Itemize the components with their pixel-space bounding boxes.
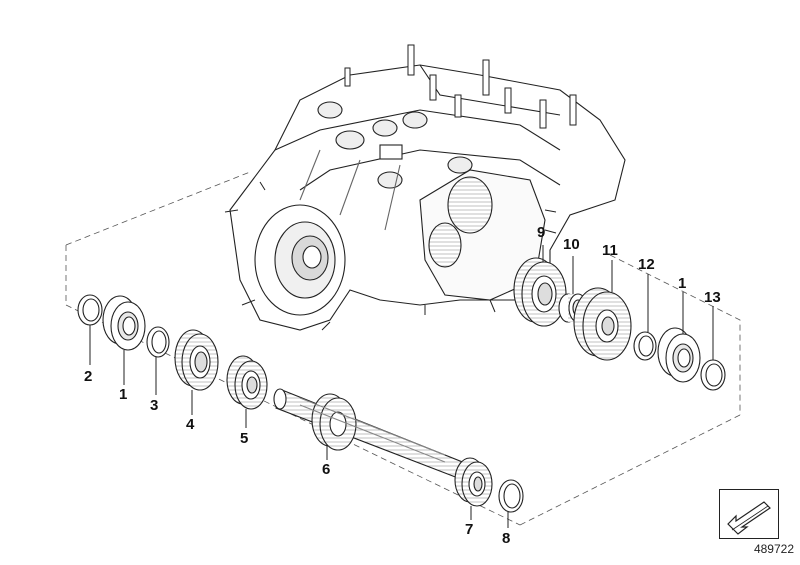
part-12-ring [633, 331, 657, 361]
callout-1-left: 1 [119, 386, 128, 403]
part-11-gear [573, 287, 632, 361]
part-13-ring [700, 359, 726, 391]
part-9-gear [513, 257, 567, 327]
part-5-gear [226, 355, 268, 410]
housing-studs [224, 44, 577, 331]
part-8-ring [498, 479, 524, 513]
part-3-ring [146, 326, 170, 358]
callout-9: 9 [537, 224, 546, 241]
diagram-reference-number: 489722 [753, 542, 794, 556]
part-2-ring [77, 294, 103, 326]
part-6-shaft [273, 388, 473, 481]
callout-8: 8 [502, 530, 511, 547]
callout-11: 11 [602, 242, 618, 259]
part-7-gear [454, 457, 493, 507]
callout-6: 6 [322, 461, 331, 478]
part-1-bearing-right [657, 327, 701, 383]
callout-5: 5 [240, 430, 249, 447]
callout-1-right: 1 [678, 275, 687, 292]
callout-12: 12 [638, 256, 655, 273]
part-1-bearing-left [102, 295, 146, 351]
arrow-down-left-icon [727, 501, 771, 535]
part-4-gear [174, 329, 219, 391]
navigation-badge[interactable] [719, 489, 779, 539]
callout-10: 10 [563, 236, 580, 253]
callout-3: 3 [150, 397, 159, 414]
callout-7: 7 [465, 521, 474, 538]
callout-4: 4 [186, 416, 195, 433]
callout-2: 2 [84, 368, 93, 385]
callout-leader-lines [89, 245, 714, 528]
callout-13: 13 [704, 289, 721, 306]
